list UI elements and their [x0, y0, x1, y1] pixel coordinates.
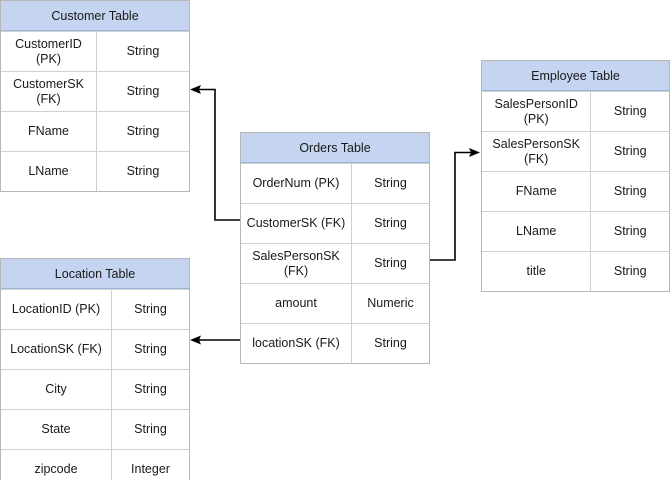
field-name: State — [41, 422, 71, 437]
table-row: zipcode Integer — [1, 449, 189, 480]
table-row: OrderNum (PK) String — [241, 163, 429, 203]
connector-line — [430, 151, 473, 261]
table-row: LName String — [482, 211, 669, 251]
field-name: FName — [515, 184, 557, 199]
field-type: String — [111, 330, 189, 369]
table-row: FName String — [482, 171, 669, 211]
table-row: CustomerSK (FK) String — [1, 71, 189, 111]
field-type: String — [351, 164, 429, 203]
table-row: City String — [1, 369, 189, 409]
field-name: LocationID (PK) — [11, 302, 101, 317]
field-name: zipcode — [34, 462, 78, 477]
field-type: String — [111, 410, 189, 449]
entity-title-orders: Orders Table — [241, 133, 429, 163]
field-type: String — [590, 132, 669, 171]
field-name: SalesPersonID (PK) — [494, 97, 578, 126]
table-row: SalesPersonSK (FK) String — [482, 131, 669, 171]
field-name: LocationSK (FK) — [10, 342, 102, 357]
table-row: title String — [482, 251, 669, 291]
field-type: String — [590, 172, 669, 211]
arrowhead-left-icon — [190, 335, 201, 345]
field-type: Numeric — [351, 284, 429, 323]
table-row: SalesPersonID (PK) String — [482, 91, 669, 131]
table-row: LocationSK (FK) String — [1, 329, 189, 369]
table-row: CustomerSK (FK) String — [241, 203, 429, 243]
field-type: String — [96, 112, 189, 151]
field-name: LName — [516, 224, 557, 239]
field-type: Integer — [111, 450, 189, 480]
connector-line — [197, 88, 240, 221]
entity-table-employee[interactable]: Employee Table SalesPersonID (PK) String… — [481, 60, 670, 292]
field-name: City — [45, 382, 67, 397]
field-type: String — [111, 290, 189, 329]
arrowhead-left-icon — [190, 85, 201, 94]
table-row: LocationID (PK) String — [1, 289, 189, 329]
field-name: CustomerSK (FK) — [13, 77, 84, 106]
field-type: String — [590, 212, 669, 251]
field-name: CustomerSK (FK) — [246, 216, 346, 231]
entity-table-orders[interactable]: Orders Table OrderNum (PK) String Custom… — [240, 132, 430, 364]
connector-orders-to-customer — [190, 85, 240, 221]
field-name: SalesPersonSK (FK) — [252, 249, 340, 278]
field-name: amount — [275, 296, 317, 311]
field-type: String — [111, 370, 189, 409]
entity-table-customer[interactable]: Customer Table CustomerID (PK) String Cu… — [0, 0, 190, 192]
field-type: String — [96, 72, 189, 111]
field-name: locationSK (FK) — [252, 336, 340, 351]
field-name: title — [526, 264, 546, 279]
field-name: CustomerID (PK) — [15, 37, 82, 66]
connector-orders-to-location — [190, 335, 240, 345]
entity-title-location: Location Table — [1, 259, 189, 289]
field-name: OrderNum (PK) — [252, 176, 340, 191]
table-row: SalesPersonSK (FK) String — [241, 243, 429, 283]
field-type: String — [590, 92, 669, 131]
field-type: String — [590, 252, 669, 291]
table-row: State String — [1, 409, 189, 449]
field-type: String — [96, 152, 189, 191]
table-row: LName String — [1, 151, 189, 191]
field-name: SalesPersonSK (FK) — [492, 137, 580, 166]
table-row: locationSK (FK) String — [241, 323, 429, 363]
field-type: String — [96, 32, 189, 71]
field-name: FName — [28, 124, 69, 139]
field-name: LName — [28, 164, 69, 179]
field-type: String — [351, 244, 429, 283]
table-row: amount Numeric — [241, 283, 429, 323]
table-row: CustomerID (PK) String — [1, 31, 189, 71]
connector-orders-to-employee — [430, 148, 480, 261]
entity-title-employee: Employee Table — [482, 61, 669, 91]
field-type: String — [351, 204, 429, 243]
table-row: FName String — [1, 111, 189, 151]
entity-table-location[interactable]: Location Table LocationID (PK) String Lo… — [0, 258, 190, 480]
entity-title-customer: Customer Table — [1, 1, 189, 31]
arrowhead-right-icon — [469, 148, 480, 157]
field-type: String — [351, 324, 429, 363]
